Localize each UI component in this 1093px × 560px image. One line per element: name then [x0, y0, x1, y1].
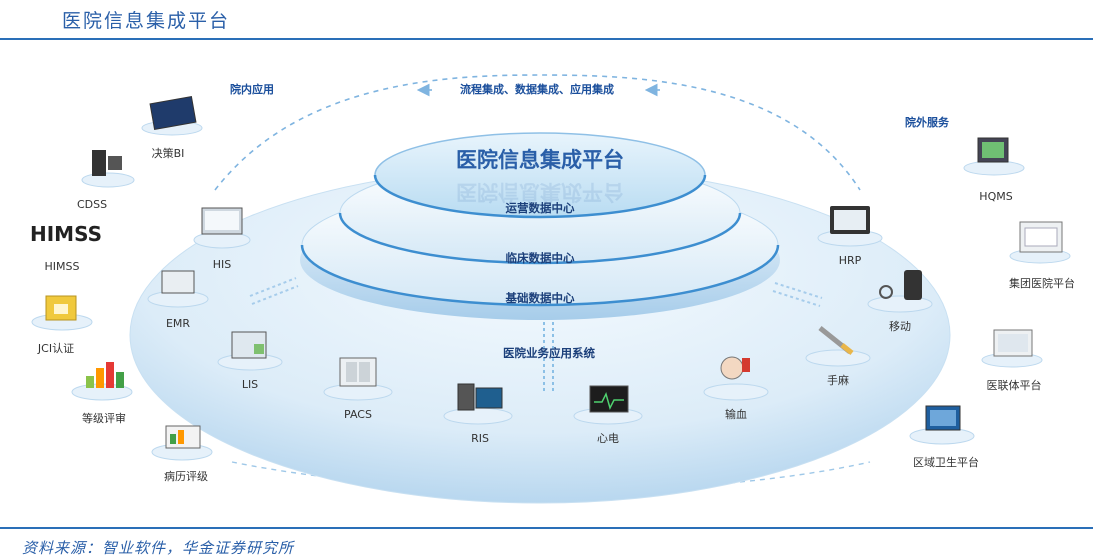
svg-text:移动: 移动	[889, 320, 911, 333]
node-himss: HIMSS HIMSS	[30, 222, 102, 273]
svg-text:LIS: LIS	[242, 378, 258, 391]
mobile-device-icon	[904, 270, 922, 300]
svg-text:EMR: EMR	[166, 317, 190, 330]
layer-operations: 运营数据中心	[506, 201, 575, 215]
in-hospital-title: 院内应用	[230, 82, 274, 96]
bottom-divider	[0, 527, 1093, 529]
right-exchange-arrows	[772, 282, 823, 307]
layer-clinical: 临床数据中心	[506, 251, 575, 265]
node-decision-bi: 决策BI	[141, 95, 203, 160]
left-exchange-arrows	[249, 277, 299, 305]
node-lis: LIS	[217, 331, 283, 391]
layer-basic: 基础数据中心	[505, 291, 575, 305]
node-hrp: HRP	[817, 206, 883, 267]
node-mobile: 移动	[867, 270, 933, 333]
svg-text:RIS: RIS	[471, 432, 489, 445]
dashboard-icon	[149, 95, 197, 131]
svg-text:CDSS: CDSS	[77, 198, 107, 211]
laptop-icon	[161, 270, 195, 294]
node-his: HIS	[193, 207, 251, 271]
node-emr: EMR	[147, 270, 209, 330]
node-ecg: 心电	[573, 385, 643, 445]
page-title: 医院信息集成平台	[62, 11, 231, 32]
node-grade-review: 等级评审	[71, 362, 133, 425]
platform-title-reflection: 医院信息集成平台	[456, 180, 624, 204]
svg-text:心电: 心电	[597, 432, 619, 445]
workstation-icon	[92, 150, 106, 176]
svg-text:病历评级: 病历评级	[164, 469, 208, 483]
node-hqms: HQMS	[963, 137, 1025, 203]
svg-text:等级评审: 等级评审	[82, 411, 126, 425]
source-note: 资料来源：智业软件，华金证券研究所	[22, 539, 295, 557]
top-divider	[0, 38, 1093, 40]
platform-title: 医院信息集成平台	[456, 148, 624, 172]
outer-orbit	[214, 74, 871, 492]
platform-stack	[300, 132, 780, 320]
node-regional-health: 区域卫生平台	[909, 405, 979, 469]
node-jci: JCI认证	[31, 295, 93, 355]
svg-text:HQMS: HQMS	[979, 190, 1012, 203]
himss-logo: HIMSS	[30, 222, 102, 246]
ecg-monitor-icon	[589, 385, 629, 413]
bar-chart-icon	[86, 362, 124, 388]
svg-text:JCI认证: JCI认证	[37, 342, 74, 355]
svg-text:医联体平台: 医联体平台	[987, 378, 1042, 392]
node-group-hospital: 集团医院平台	[1009, 221, 1075, 290]
svg-text:决策BI: 决策BI	[152, 146, 185, 160]
blood-transfusion-icon	[720, 356, 744, 380]
svg-text:区域卫生平台: 区域卫生平台	[913, 455, 979, 469]
node-pacs: PACS	[323, 357, 393, 421]
svg-text:集团医院平台: 集团医院平台	[1009, 276, 1075, 290]
integration-label: 流程集成、数据集成、应用集成	[460, 82, 614, 96]
xray-icon	[339, 357, 377, 387]
node-anesthesia: 手麻	[805, 326, 871, 387]
out-hospital-title: 院外服务	[905, 115, 950, 129]
svg-text:手麻: 手麻	[827, 373, 849, 387]
svg-text:输血: 输血	[725, 407, 747, 421]
svg-text:HRP: HRP	[839, 254, 862, 267]
svg-text:PACS: PACS	[344, 408, 372, 421]
svg-text:HIS: HIS	[213, 258, 232, 271]
node-blood: 输血	[703, 356, 769, 421]
platform-diagram: 医院信息集成平台 医院信息集成平台 运营数据中心 临床数据中心 基础数据中心 流…	[30, 74, 1075, 504]
server-icon	[457, 383, 475, 411]
node-medical-alliance: 医联体平台	[981, 329, 1043, 392]
business-system-label: 医院业务应用系统	[503, 346, 595, 360]
node-ris: RIS	[443, 383, 513, 445]
node-cdss: CDSS	[77, 150, 135, 211]
svg-text:HIMSS: HIMSS	[45, 260, 80, 273]
node-record-grade: 病历评级	[151, 425, 213, 483]
